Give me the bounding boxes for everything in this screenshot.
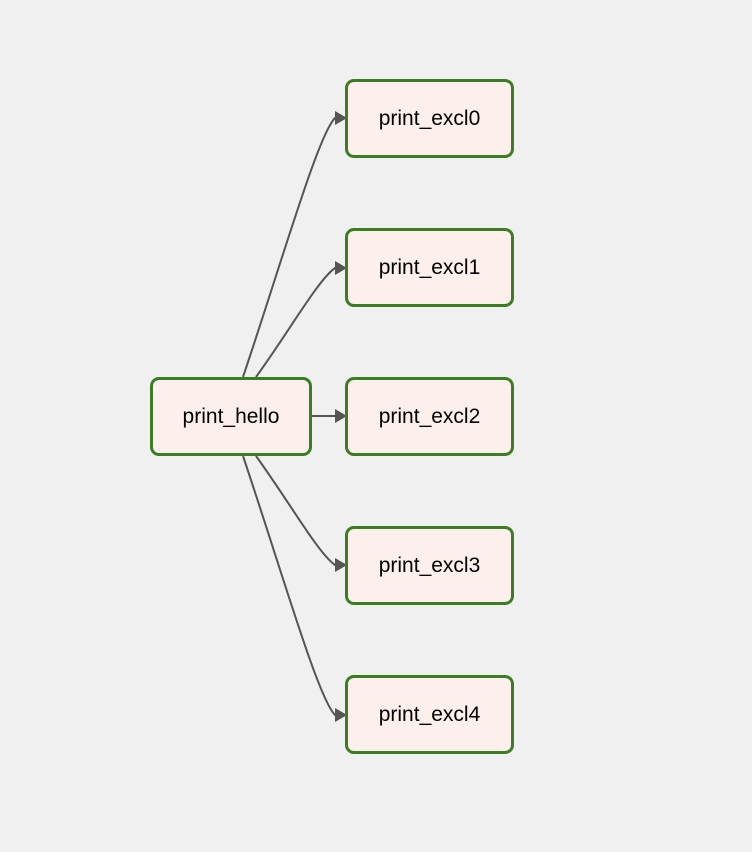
task-node-label: print_excl1 xyxy=(378,255,481,279)
task-node-print-excl2[interactable]: print_excl2 xyxy=(345,377,514,456)
task-node-print-excl0[interactable]: print_excl0 xyxy=(345,79,514,158)
arrowhead-print-excl1 xyxy=(335,261,347,275)
arrowhead-print-excl2 xyxy=(335,409,347,423)
edge-print-hello-to-print-excl1 xyxy=(255,267,336,378)
task-node-print-hello[interactable]: print_hello xyxy=(150,377,312,456)
task-node-print-excl3[interactable]: print_excl3 xyxy=(345,526,514,605)
arrowhead-print-excl4 xyxy=(335,708,347,722)
task-node-print-excl4[interactable]: print_excl4 xyxy=(345,675,514,754)
edge-print-hello-to-print-excl3 xyxy=(255,455,336,566)
task-node-label: print_excl3 xyxy=(378,553,481,577)
arrowhead-print-excl0 xyxy=(335,111,347,125)
task-node-label: print_excl4 xyxy=(378,702,481,726)
arrowhead-print-excl3 xyxy=(335,558,347,572)
task-node-label: print_hello xyxy=(182,404,280,428)
task-node-label: print_excl2 xyxy=(378,404,481,428)
edge-print-hello-to-print-excl0 xyxy=(242,117,336,378)
task-node-print-excl1[interactable]: print_excl1 xyxy=(345,228,514,307)
task-node-label: print_excl0 xyxy=(378,106,481,130)
edge-print-hello-to-print-excl4 xyxy=(242,455,336,716)
